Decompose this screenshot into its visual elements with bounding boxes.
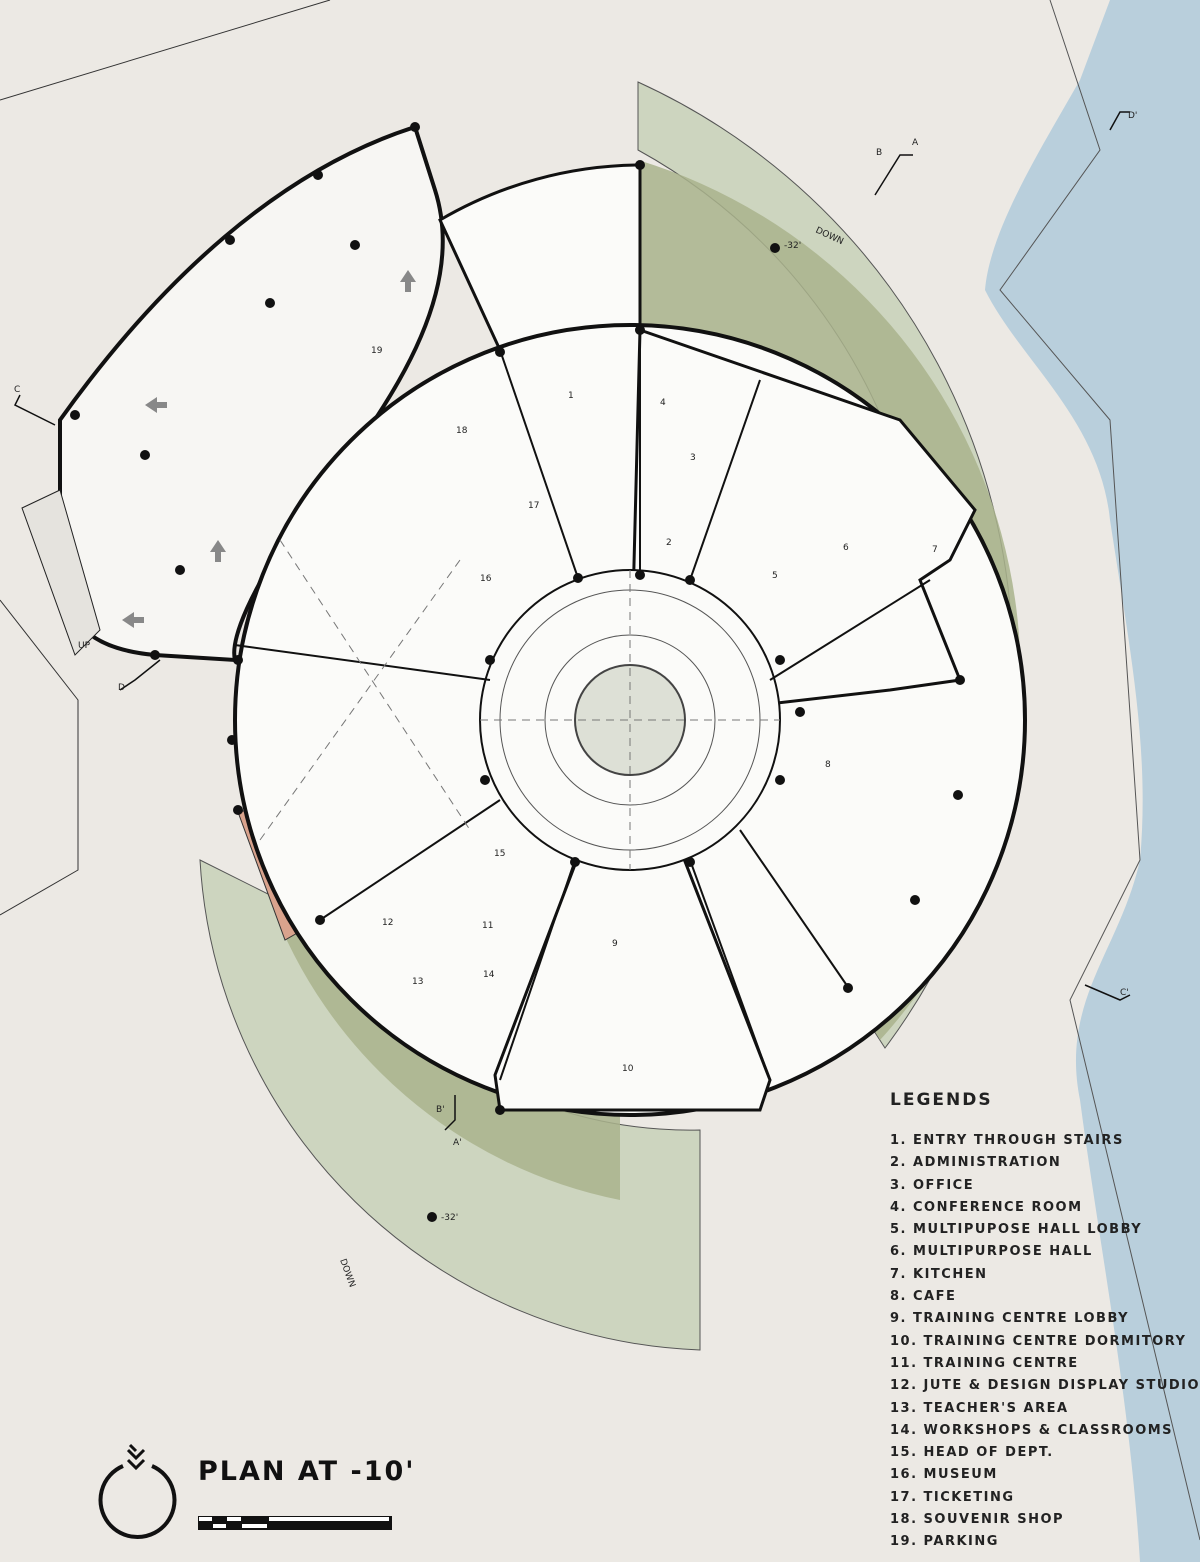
room-number: 8: [825, 760, 831, 770]
room-number: 1: [568, 391, 574, 401]
riverbank-line: [999, 0, 1200, 1541]
legend-item: 15. HEAD OF DEPT.: [890, 1445, 1054, 1461]
room-number: 11: [482, 921, 493, 931]
plan-title: PLAN AT -10': [198, 1456, 416, 1487]
legend-item: 10. TRAINING CENTRE DORMITORY: [890, 1333, 1187, 1349]
legend-list: 1. ENTRY THROUGH STAIRS 2. ADMINISTRATION…: [890, 1130, 1200, 1554]
radial-walls: [234, 330, 931, 1081]
section-mark-c-prime: C': [1120, 988, 1129, 998]
section-mark-a: A: [912, 138, 919, 148]
columns: [70, 122, 965, 1115]
room-number: 19: [371, 346, 383, 356]
room-number: 14: [483, 970, 495, 980]
room-number: 3: [690, 453, 696, 463]
section-mark-d: D: [118, 683, 125, 693]
legend-item: 5. MULTIPUPOSE HALL LOBBY: [890, 1222, 1143, 1238]
legend: LEGENDS 1. ENTRY THROUGH STAIRS 2. ADMINI…: [890, 1090, 1200, 1554]
section-mark-c: C: [14, 385, 20, 395]
arrow-icon: [122, 612, 144, 628]
south-wing: [493, 715, 772, 1112]
room-labels: 1 2 3 4 5 6 7 8 9 10 11 12 13 14 15 16 1…: [371, 346, 938, 1074]
room-number: 12: [382, 918, 393, 928]
room-number: 16: [480, 574, 492, 584]
room-number: 9: [612, 939, 618, 949]
section-marks: [13, 111, 1131, 1131]
legend-item: 7. KITCHEN: [890, 1266, 988, 1282]
down-label-bottom: DOWN: [337, 1258, 357, 1289]
legend-item: 4. CONFERENCE ROOM: [890, 1199, 1083, 1215]
room-number: 13: [412, 977, 423, 987]
section-mark-b-prime: B': [436, 1105, 445, 1115]
room-number: 15: [494, 849, 505, 859]
up-label: UP: [78, 641, 91, 651]
site-boundary-left: [0, 599, 79, 916]
arrow-icon: [400, 270, 416, 292]
dashed-axes: [259, 539, 780, 870]
logo: [98, 1443, 177, 1540]
upper-wing: [438, 163, 642, 352]
legend-item: 11. TRAINING CENTRE: [890, 1355, 1079, 1371]
section-mark-a-prime: A': [453, 1138, 462, 1148]
parking-ramp: [21, 489, 101, 656]
level-marker-icon: [770, 243, 780, 253]
legend-item: 2. ADMINISTRATION: [890, 1155, 1062, 1171]
level-marker-icon: [427, 1212, 437, 1222]
legend-item: 8. CAFE: [890, 1289, 957, 1305]
arrow-icon: [210, 540, 226, 562]
legend-item: 17. TICKETING: [890, 1489, 1015, 1505]
site-boundary: [0, 0, 331, 101]
room-number: 7: [932, 545, 938, 555]
legend-item: 1. ENTRY THROUGH STAIRS: [890, 1133, 1124, 1148]
legend-heading: LEGENDS: [890, 1090, 993, 1110]
water-body: [985, 0, 1200, 1562]
legend-item: 9. TRAINING CENTRE LOBBY: [890, 1311, 1130, 1327]
room-number: 2: [666, 538, 672, 548]
level-bottom: -32': [441, 1213, 458, 1223]
room-number: 18: [456, 426, 468, 436]
arrow-icon: [145, 397, 167, 413]
legend-item: 14. WORKSHOPS & CLASSROOMS: [890, 1422, 1174, 1438]
room-number: 17: [528, 501, 539, 511]
central-atrium: [574, 664, 686, 776]
room-number: 6: [843, 543, 849, 553]
room-number: 4: [660, 398, 666, 408]
legend-item: 13. TEACHER'S AREA: [890, 1400, 1069, 1416]
legend-item: 18. SOUVENIR SHOP: [890, 1512, 1065, 1528]
legend-item: 16. MUSEUM: [890, 1467, 998, 1483]
scale-bar: [198, 1516, 392, 1530]
room-number: 5: [772, 571, 778, 581]
legend-item: 3. OFFICE: [890, 1177, 975, 1193]
legend-item: 19. PARKING: [890, 1534, 999, 1550]
section-mark-b: B: [876, 148, 882, 158]
courtyard: [544, 634, 716, 806]
room-number: 10: [622, 1064, 634, 1074]
legend-item: 12. JUTE & DESIGN DISPLAY STUDIO: [890, 1378, 1200, 1394]
legend-item: 6. MULTIPURPOSE HALL: [890, 1244, 1093, 1260]
parking-arrows: [122, 270, 416, 628]
level-top: -32': [784, 241, 801, 251]
section-mark-d-prime: D': [1128, 111, 1137, 121]
